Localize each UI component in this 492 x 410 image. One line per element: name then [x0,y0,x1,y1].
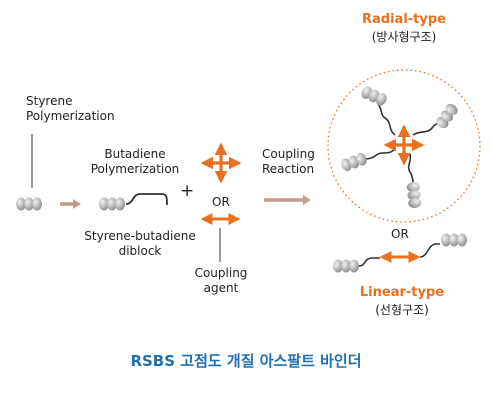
process-arrow-2 [264,195,311,205]
styrene-polymerization-label: Styrene Polymerization [26,94,115,124]
coupling-agent-label: Coupling agent [190,266,252,296]
radial-molecule [339,84,460,209]
radial-type-title: Radial-type [362,12,446,27]
butadiene-polymerization-line1: Butadiene [104,147,166,161]
styrene-polymerization-line1: Styrene [26,94,73,108]
styrene-block-beads [16,197,42,211]
diblock-label: Styrene-butadiene diblock [80,229,200,259]
coupling-reaction-line1: Coupling [262,147,315,161]
butadiene-polymerization-line2: Polymerization [90,162,180,176]
linear-type-subtitle: (선형구조) [375,303,429,317]
diblock-line1: Styrene-butadiene [84,229,196,243]
coupling-agent-cross [203,145,239,181]
linear-molecule [333,233,467,273]
diblock-line2: diblock [118,244,162,258]
radial-structure-circle [327,69,481,223]
radial-type-subtitle: (방사형구조) [371,30,437,44]
or-product-label: OR [391,227,409,241]
coupling-agent-line1: Coupling [194,266,248,280]
plus-sign: + [180,181,195,201]
styrene-polymerization-line2: Polymerization [26,109,115,123]
or-agent-label: OR [212,195,230,209]
bottom-caption: RSBS 고점도 개질 아스팔트 바인더 [130,352,362,370]
butadiene-polymerization-label: Butadiene Polymerization [90,147,180,177]
linear-type-title: Linear-type [359,285,445,300]
coupling-reaction-label: Coupling Reaction [262,147,315,177]
process-arrow-1 [60,199,81,209]
coupling-agent-line2: agent [203,281,239,295]
coupling-reaction-line2: Reaction [262,162,315,176]
diblock-molecule [99,193,168,211]
